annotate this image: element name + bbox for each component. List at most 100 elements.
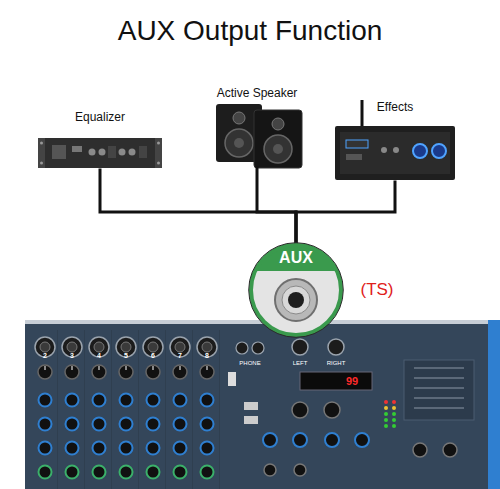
mixer-console-part (292, 402, 308, 418)
mixer-console-part (116, 330, 139, 489)
effects-device-part (346, 140, 368, 148)
signal-wire (100, 170, 296, 242)
channel-number: 2 (43, 352, 47, 360)
mixer-console-part (392, 424, 396, 428)
mixer-console-part (324, 402, 340, 418)
device-box: Active Speaker (210, 82, 304, 168)
speaker-pair (216, 104, 302, 168)
equalizer-device-part (129, 149, 136, 156)
equalizer-device-part (119, 149, 126, 156)
jack-hole (288, 292, 304, 308)
aux-jack-circle: AUX (248, 242, 344, 338)
equalizer-device-part (38, 138, 162, 168)
mixer-console-part (325, 433, 339, 447)
mixer-console (25, 320, 500, 489)
mixer-console-part (25, 320, 500, 489)
mixer-console-part (244, 416, 258, 424)
device-label: Effects (377, 96, 413, 114)
signal-wire (257, 168, 296, 242)
speaker-pair-part (273, 144, 283, 154)
equalizer-device-part (52, 145, 66, 159)
mixer-console-part (294, 464, 306, 476)
mixer-console-part (62, 330, 85, 489)
mixer-console-part (228, 372, 236, 386)
effects-device-part (393, 147, 399, 153)
speaker-pair-part (254, 110, 302, 168)
channel-number: 6 (151, 352, 155, 360)
mixer-console-part (236, 342, 248, 354)
effects-device-part (361, 100, 364, 126)
jack-type-note: (TS) (360, 281, 393, 300)
equalizer-device-part (108, 146, 116, 158)
mixer-console-part (414, 378, 464, 379)
device-box: Effects (333, 96, 457, 182)
mixer-console-part (392, 406, 396, 410)
device-label: Active Speaker (217, 82, 298, 100)
speaker-pair-part (272, 118, 284, 130)
channel-number: 8 (205, 352, 209, 360)
jack-nut (275, 279, 317, 321)
equalizer-device-part (40, 142, 43, 145)
mixer-console-part (293, 433, 307, 447)
effects-device-part (413, 144, 427, 158)
equalizer-device-part (157, 142, 160, 145)
title: AUX Output Function (0, 14, 500, 48)
speaker-pair-part (233, 112, 245, 124)
device-box: Equalizer (38, 106, 162, 170)
mixer-console-part (355, 433, 369, 447)
mixer-console-part (384, 412, 388, 416)
equalizer-device-part (38, 138, 45, 168)
mixer-console-part (404, 360, 474, 420)
speaker-pair-part (225, 129, 253, 157)
mixer-console-part (392, 418, 396, 422)
jack-label: AUX (279, 242, 313, 267)
display-digits: 99 (346, 375, 358, 387)
jack-label: LEFT (293, 360, 308, 367)
mixer-console-part (264, 464, 276, 476)
jack-ring (282, 286, 310, 314)
mixer-console-part (488, 320, 500, 489)
mixer-console-part (300, 372, 372, 390)
mixer-console-part (384, 424, 388, 428)
mixer-console-part (328, 339, 344, 355)
mixer-console-part (443, 443, 457, 457)
channel-number: 5 (124, 352, 128, 360)
mixer-console-part (263, 433, 277, 447)
channel-number: 4 (97, 352, 101, 360)
speaker-pair-part (234, 138, 244, 148)
mixer-console-part (252, 342, 264, 354)
channel-number: 3 (70, 352, 74, 360)
equalizer-device-part (139, 146, 147, 158)
equalizer-device-part (157, 162, 160, 165)
equalizer-device-part (99, 149, 106, 156)
mixer-console-part (89, 330, 112, 489)
mixer-console-part (414, 388, 464, 389)
circle-rim (249, 243, 344, 338)
effects-device-part (381, 147, 387, 153)
channel-number: 7 (178, 352, 182, 360)
effects-device-part (340, 132, 450, 174)
mixer-console-part (384, 418, 388, 422)
device-label: Equalizer (75, 106, 125, 124)
jack-label: RIGHT (327, 360, 346, 367)
mixer-console-part (414, 398, 464, 399)
mixer-console-part (170, 330, 193, 489)
mixer-console-part (414, 408, 464, 409)
mixer-console-part (292, 339, 308, 355)
mixer-console-part (414, 368, 464, 369)
mixer-console-part (392, 400, 396, 404)
mixer-console-part (413, 443, 427, 457)
mixer-console-part (143, 330, 166, 489)
jack-label: PHONE (239, 360, 260, 367)
effects-device-part (346, 154, 362, 160)
effects-device-part (335, 126, 455, 180)
effects-device-part (432, 144, 446, 158)
speaker-pair-part (264, 135, 292, 163)
equalizer-device-part (89, 149, 96, 156)
equalizer-device-part (40, 162, 43, 165)
mixer-console-part (384, 400, 388, 404)
